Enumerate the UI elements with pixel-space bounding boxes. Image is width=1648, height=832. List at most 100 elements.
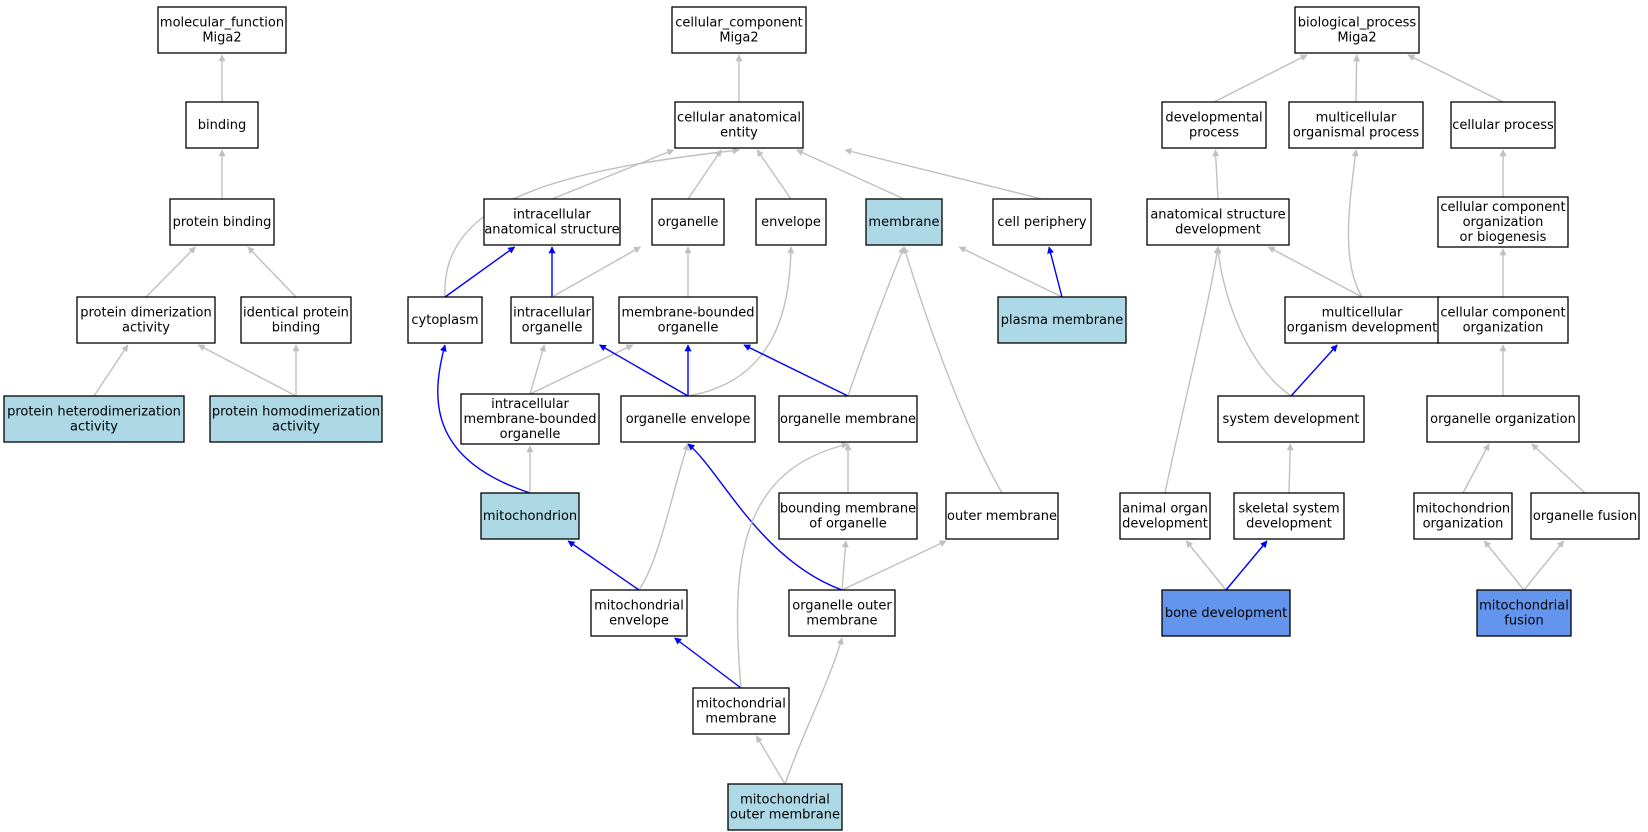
edge-arrow (1347, 149, 1363, 298)
node-label-line: organelle membrane (780, 412, 916, 427)
edge-arrow (1353, 54, 1361, 103)
node-box (169, 198, 275, 246)
edge-ias-to-cae (551, 149, 675, 200)
edge-arrow (93, 344, 129, 397)
edge-arrow (1407, 54, 1504, 103)
edge-arrow (1214, 246, 1292, 397)
go-term-node-membrane[interactable]: membrane (865, 198, 943, 246)
node-label-line: activity (272, 420, 320, 435)
node-box (945, 492, 1059, 540)
node-label-line: fusion (1504, 614, 1543, 629)
go-term-node-cellproc[interactable]: cellular process (1450, 101, 1556, 149)
node-label-line: multicellular (1316, 111, 1397, 126)
node-label-line: membrane (705, 712, 776, 727)
node-label-line: organismal process (1293, 126, 1419, 141)
go-term-node-cellper[interactable]: cell periphery (992, 198, 1092, 246)
go-term-node-bonedev[interactable]: bone development (1161, 589, 1291, 637)
edge-arrow (1290, 344, 1338, 397)
node-label-line: identical protein (243, 306, 349, 321)
node-box (1233, 492, 1345, 540)
node-box (157, 6, 287, 54)
go-term-node-orgfusion[interactable]: organelle fusion (1530, 492, 1640, 540)
edge-arrow (437, 344, 531, 494)
go-term-node-orgmem[interactable]: organelle membrane (778, 395, 918, 443)
node-label-line: mitochondrion (483, 509, 577, 524)
node-box (1146, 198, 1290, 246)
edge-ssd-to-sysdev (1286, 443, 1294, 494)
node-label-line: process (1189, 126, 1239, 141)
node-box (1450, 101, 1556, 149)
node-label-line: membrane-bounded (621, 306, 754, 321)
edge-outermem-to-membrane (902, 246, 1003, 494)
edge-arrow (598, 344, 689, 397)
node-box (480, 492, 580, 540)
node-label-line: bounding membrane (780, 502, 916, 517)
go-term-node-cytoplasm[interactable]: cytoplasm (407, 296, 483, 344)
go-term-node-plasma[interactable]: plasma membrane (997, 296, 1127, 344)
node-label-line: cellular anatomical (677, 111, 801, 126)
node-label-line: organelle (658, 321, 719, 336)
node-box (778, 492, 918, 540)
go-term-node-orgorg[interactable]: organelle organization (1426, 395, 1580, 443)
go-term-node-binding[interactable]: binding (185, 101, 259, 149)
go-term-node-orgenv[interactable]: organelle envelope (620, 395, 756, 443)
node-box (1413, 492, 1513, 540)
node-box (1119, 492, 1211, 540)
go-term-node-organelle[interactable]: organelle (651, 198, 725, 246)
node-label-line: envelope (609, 614, 669, 629)
go-term-node-mito[interactable]: mitochondrion (480, 492, 580, 540)
node-label-line: organelle envelope (626, 412, 751, 427)
node-label-line: protein homodimerization (212, 405, 380, 420)
edge-mitofusion-to-mitoorg (1483, 540, 1525, 591)
edge-arrow (444, 246, 516, 298)
node-label-line: organelle outer (792, 599, 892, 614)
node-box (209, 395, 383, 443)
node-box (992, 198, 1092, 246)
edge-arrow (687, 443, 843, 591)
edge-sysdev-to-mod (1290, 344, 1338, 397)
node-box (997, 296, 1127, 344)
edge-orgmem-to-membrane (847, 246, 905, 397)
node-label-line: development (1246, 517, 1332, 532)
edge-arrow (841, 540, 849, 591)
go-term-node-sysdev[interactable]: system development (1217, 395, 1365, 443)
go-term-node-envelope[interactable]: envelope (755, 198, 827, 246)
edge-arrow (247, 246, 297, 298)
go-term-node-outermem[interactable]: outer membrane (945, 492, 1059, 540)
node-box (483, 198, 621, 246)
node-label-line: binding (198, 118, 246, 133)
edge-cellper-to-cae (844, 148, 1043, 200)
node-box (590, 589, 688, 637)
go-term-node-protbind[interactable]: protein binding (169, 198, 275, 246)
edge-orgouter-to-outermem (841, 540, 947, 591)
edge-layer (93, 54, 1586, 785)
edge-orgmem-to-mbo (743, 344, 849, 397)
